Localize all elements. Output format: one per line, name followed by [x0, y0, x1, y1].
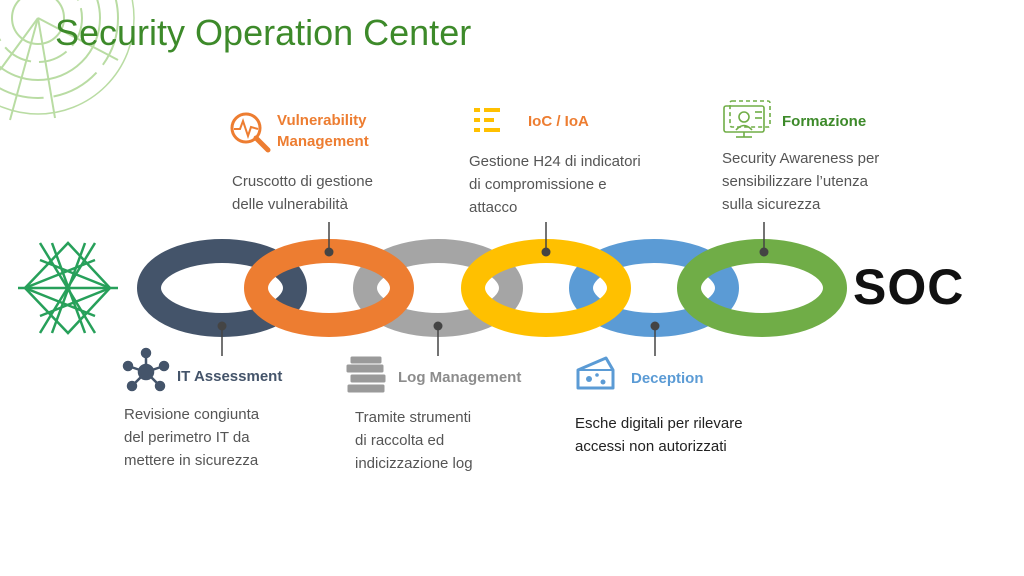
desc-vulnerability-management: Cruscotto di gestione delle vulnerabilit… — [232, 173, 373, 213]
desc-ioc-ioa: Gestione H24 di indicatori di compromiss… — [469, 153, 641, 216]
list-icon — [474, 108, 500, 132]
desc-formazione: Security Awareness per sensibilizzare l’… — [722, 150, 880, 213]
books-stack-icon — [345, 355, 387, 394]
heading-vulnerability-management: Vulnerability Management — [277, 112, 369, 150]
desc-log-management: Tramite strumenti di raccolta ed indiciz… — [355, 409, 473, 472]
heading-formazione: Formazione — [782, 113, 867, 130]
chain-link-vulnerability — [244, 239, 414, 337]
desc-it-assessment: Revisione congiunta del perimetro IT da … — [124, 406, 260, 469]
heading-log-management: Log Management — [398, 369, 522, 386]
magnifier-pulse-icon — [230, 112, 271, 153]
network-hub-icon — [122, 347, 170, 392]
desc-deception: Esche digitali per rilevare accessi non … — [575, 415, 743, 455]
cheese-icon — [576, 356, 615, 390]
chain-link-ioc — [461, 239, 631, 337]
training-screen-icon — [723, 100, 771, 138]
connectors — [221, 222, 765, 356]
soc-label: SOC — [853, 259, 965, 315]
connector-dots — [217, 247, 769, 331]
heading-deception: Deception — [631, 370, 704, 387]
lattice-logo-icon — [18, 241, 118, 335]
heading-ioc-ioa: IoC / IoA — [528, 113, 589, 130]
page-title: Security Operation Center — [55, 12, 472, 53]
decorative-circles — [0, 0, 135, 121]
heading-it-assessment: IT Assessment — [177, 368, 283, 385]
chain — [137, 239, 847, 337]
chain-link-formazione — [677, 239, 847, 337]
